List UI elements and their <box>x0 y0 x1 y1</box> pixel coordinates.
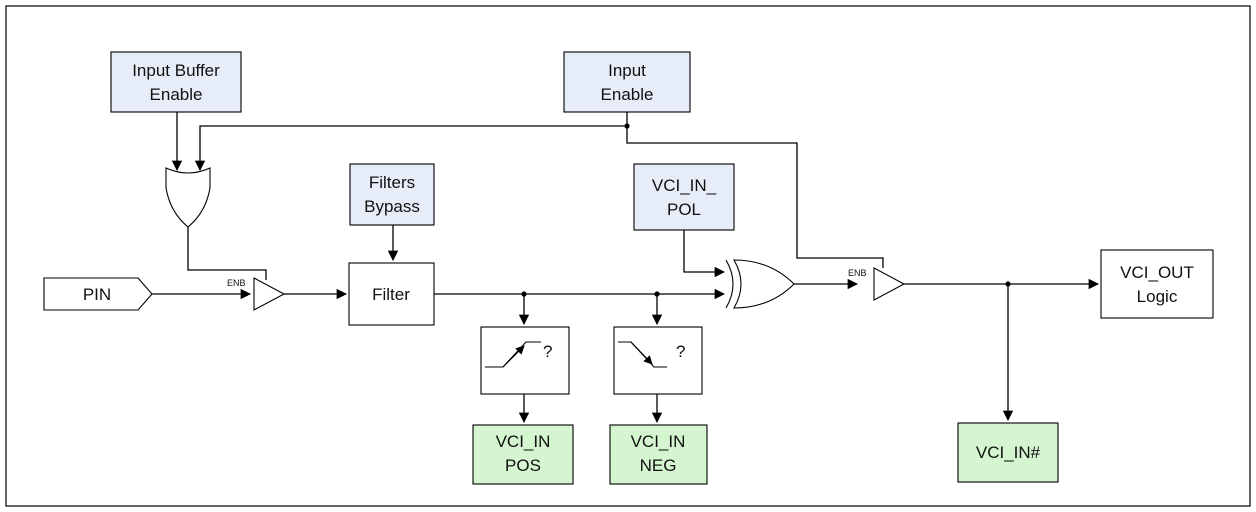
xor-gate <box>733 259 795 309</box>
rising-edge-arrow <box>502 345 525 368</box>
vci-in-pol-label-1: VCI_IN_ <box>652 176 717 195</box>
pin-connector <box>43 277 153 311</box>
input-buffer-enable-label-1: Input Buffer <box>132 61 220 80</box>
falling-edge-detector <box>613 326 703 395</box>
vci-in-neg-label-1: VCI_IN <box>631 432 686 451</box>
vci-out-logic-box <box>1100 249 1214 319</box>
vci-in-pol-box <box>633 163 735 231</box>
input-buffer-enb-label: ENB <box>227 278 246 288</box>
output-buffer-enb-label: ENB <box>848 268 867 278</box>
input-buffer <box>253 277 286 311</box>
filters-bypass-label-2: Bypass <box>364 197 420 216</box>
vci-in-hash-label: VCI_IN# <box>976 443 1041 462</box>
wire-input-enable-to-out-buffer <box>626 126 884 268</box>
filters-bypass-box <box>349 163 435 226</box>
diagram-frame <box>5 5 1251 507</box>
wire-pol-to-xor <box>683 230 726 278</box>
input-buffer-enable-label-2: Enable <box>150 85 203 104</box>
rising-edge-mark: ? <box>543 342 552 361</box>
vci-in-pos-box <box>472 424 574 485</box>
filters-bypass-label-1: Filters <box>369 173 415 192</box>
vci-in-pos-label-2: POS <box>505 456 541 475</box>
input-enable-label-1: Input <box>608 61 646 80</box>
xor-gate-back-curve <box>725 259 734 309</box>
vci-out-logic-label-1: VCI_OUT <box>1120 263 1194 282</box>
rising-edge-detector <box>480 326 570 395</box>
vci-in-neg-box <box>609 424 708 485</box>
wire-input-enable-bus <box>194 112 628 172</box>
vci-in-pol-label-2: POL <box>667 200 701 219</box>
rising-edge-waveform <box>485 341 541 368</box>
falling-edge-mark: ? <box>676 342 685 361</box>
or-gate <box>165 167 211 228</box>
input-enable-label-2: Enable <box>601 85 654 104</box>
pin-label: PIN <box>83 285 111 304</box>
input-enable-box <box>563 51 691 113</box>
output-buffer <box>873 267 906 301</box>
vci-in-neg-label-2: NEG <box>640 456 677 475</box>
wire-or-to-enb <box>187 225 267 280</box>
filter-label: Filter <box>372 285 410 304</box>
vci-out-logic-label-2: Logic <box>1137 287 1178 306</box>
input-buffer-enable-box <box>110 51 242 113</box>
vci-in-hash-box <box>957 422 1059 483</box>
filter-box <box>348 262 435 326</box>
falling-edge-arrow <box>630 341 653 365</box>
vci-in-pos-label-1: VCI_IN <box>496 432 551 451</box>
